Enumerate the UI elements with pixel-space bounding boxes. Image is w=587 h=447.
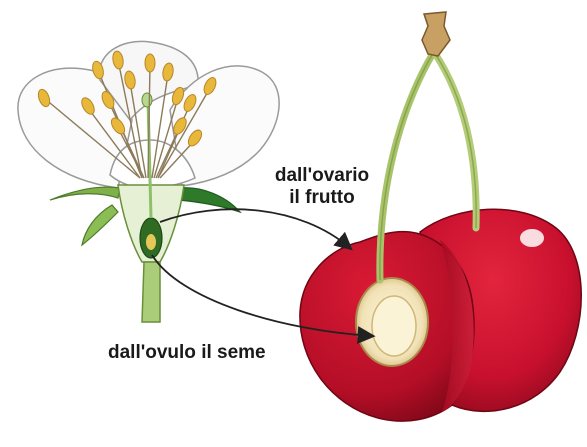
sepal-left [50,187,120,200]
cherry-stem-back-shade [436,55,476,228]
cherry-highlight [520,229,544,247]
label-ovary-fruit: dall'ovario il frutto [262,165,382,209]
label-ovule-seed: dall'ovulo il seme [108,342,266,364]
label-ovary-line2: il frutto [262,187,382,209]
stigma [142,93,152,107]
label-ovary-line1: dall'ovario [262,165,382,187]
arrow-ovary-to-fruit [160,209,350,248]
sepal-lower-left [82,205,118,245]
ovule [146,234,156,250]
seed [372,296,416,356]
stem-knot [422,12,450,56]
flower [18,41,279,322]
flower-stem [142,262,160,322]
cherry [300,12,581,421]
